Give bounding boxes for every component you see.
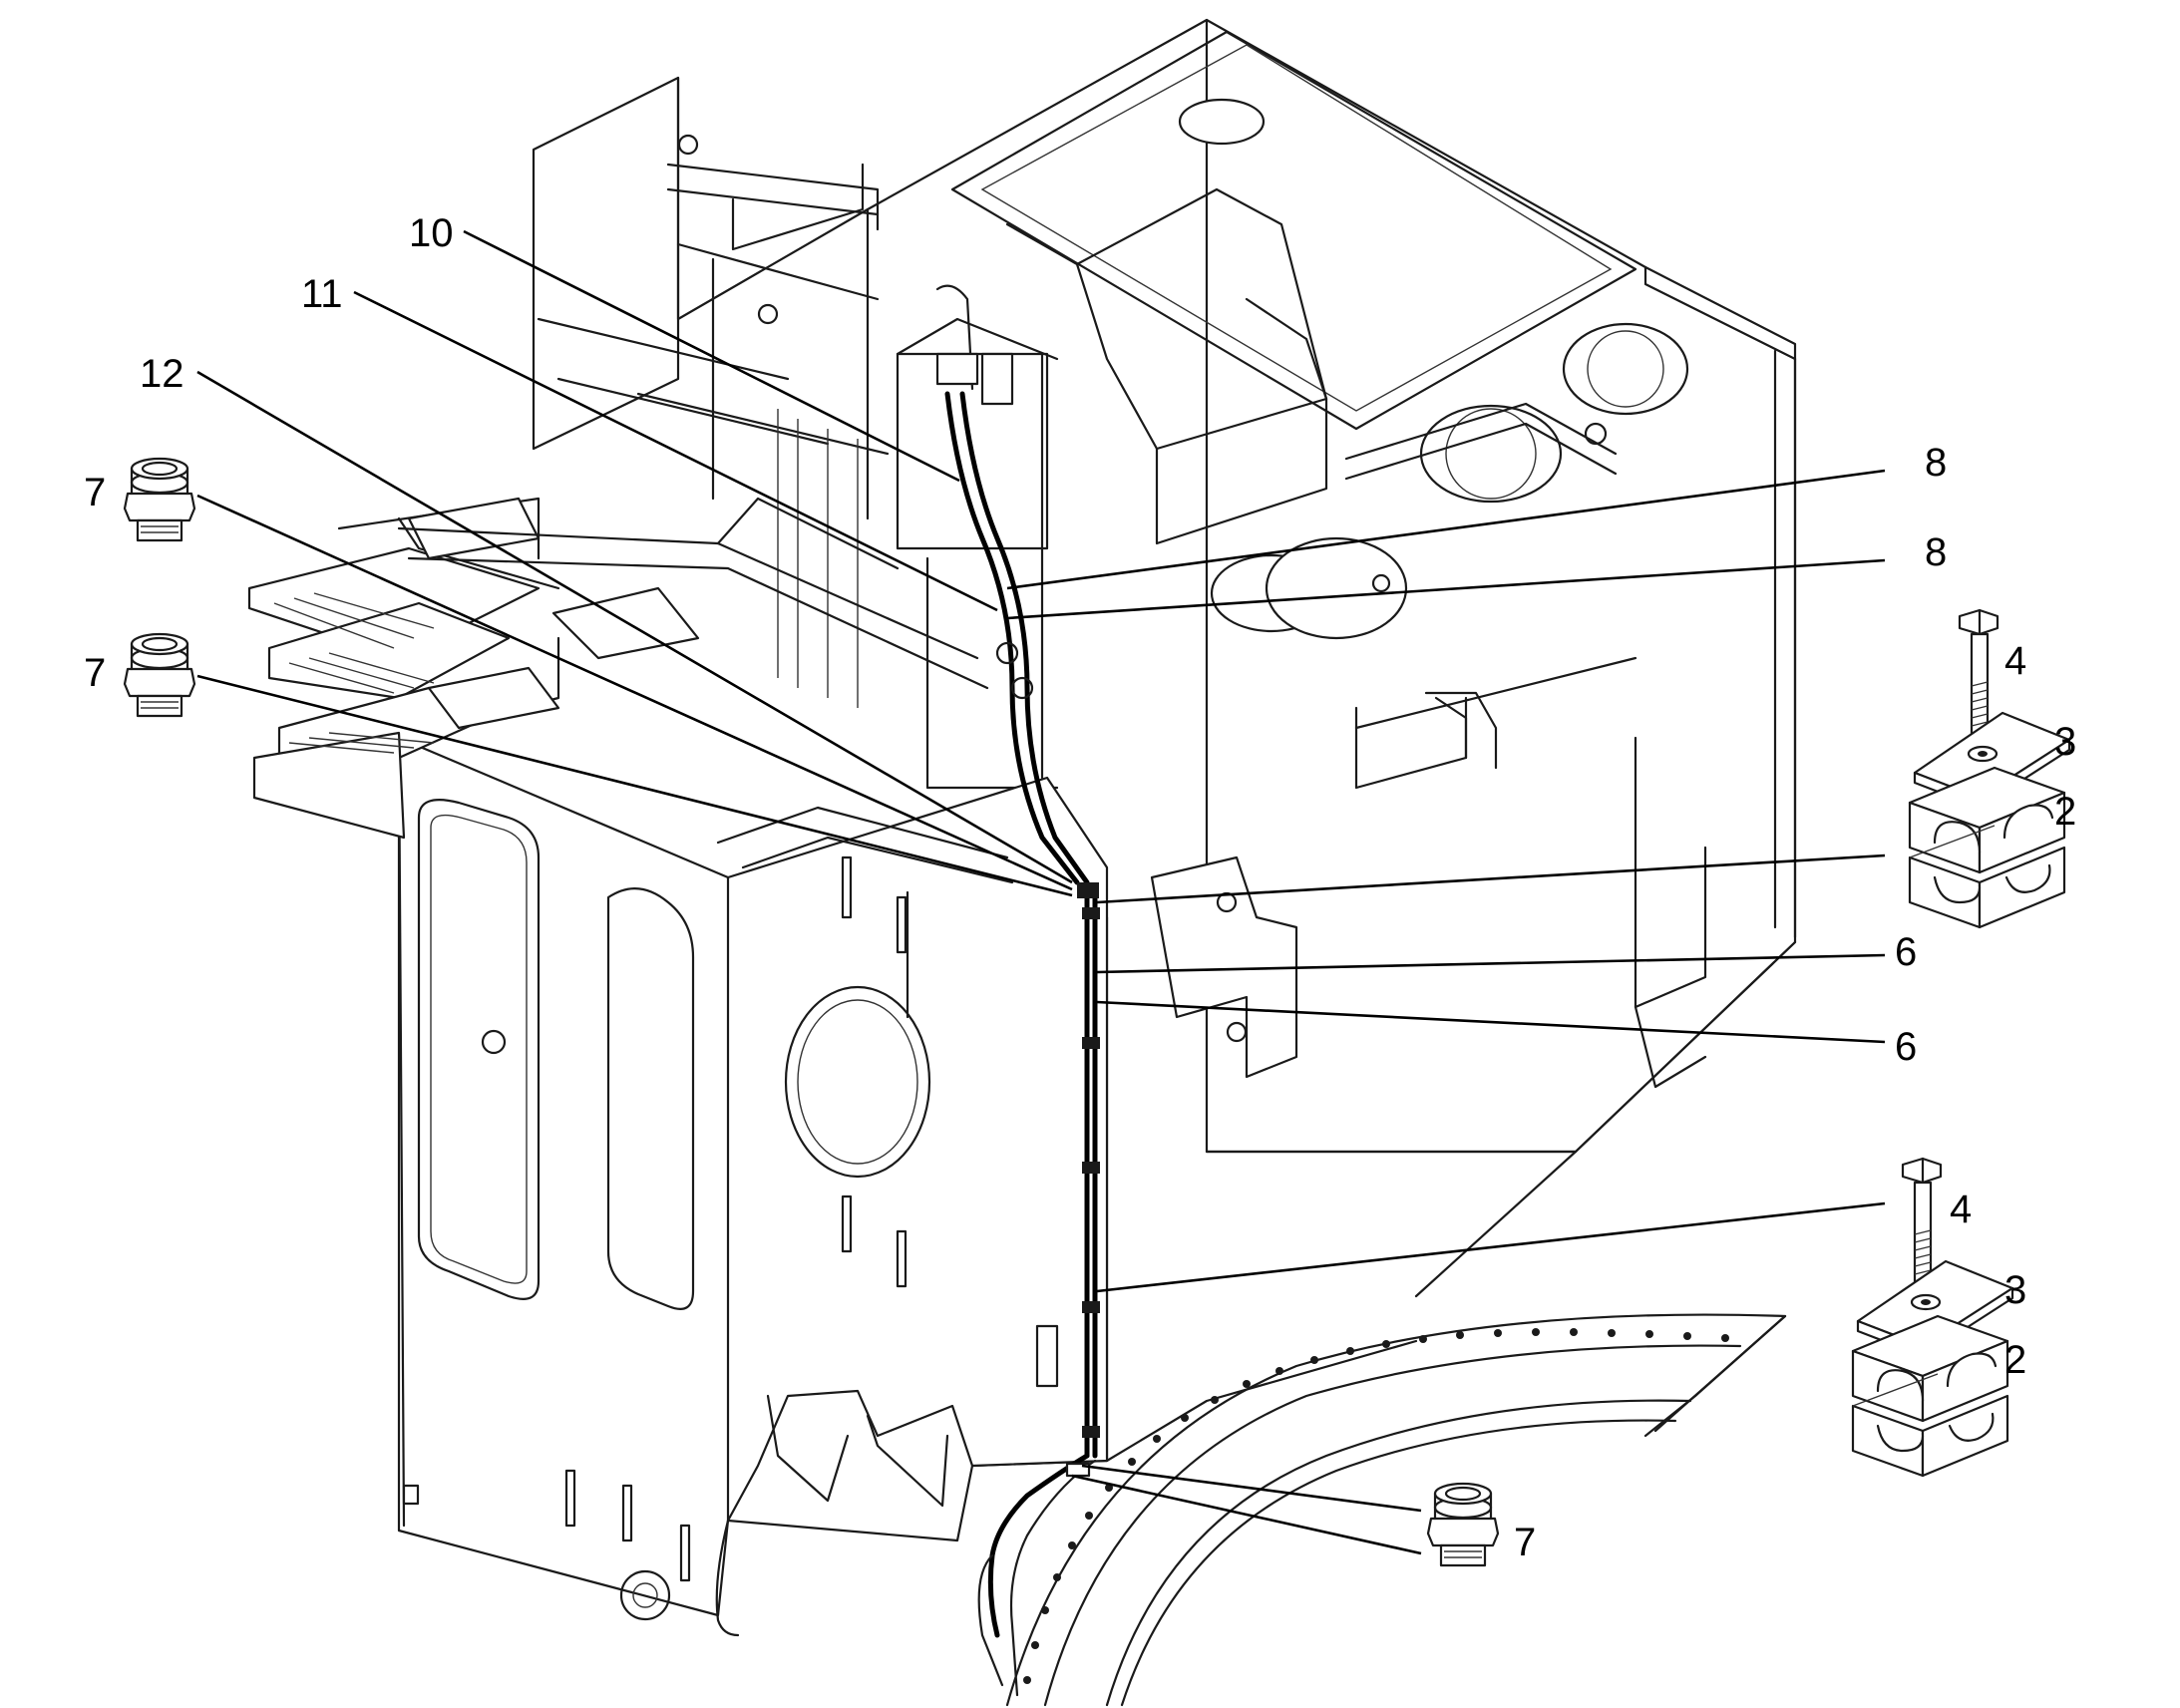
callout-7-upper: 7 xyxy=(84,471,106,514)
leader-12 xyxy=(196,370,1073,884)
callout-4-upper: 4 xyxy=(2004,639,2026,683)
callout-3-lower: 3 xyxy=(2004,1268,2026,1312)
central-cross-members xyxy=(397,497,1298,1079)
bolt-4-upper xyxy=(1958,608,1999,746)
callout-2-lower: 2 xyxy=(2004,1338,2026,1382)
leader-6-lower xyxy=(1096,1201,1886,1293)
callout-12: 12 xyxy=(140,352,184,396)
callout-4-lower: 4 xyxy=(1950,1188,1972,1231)
callout-10: 10 xyxy=(409,211,454,255)
leader-6-top xyxy=(1096,854,1886,904)
leader-8-b xyxy=(1006,558,1886,620)
fitting-7-middle xyxy=(123,632,196,718)
tube-clamps xyxy=(1077,882,1100,1438)
callout-8-a: 8 xyxy=(1925,441,1947,485)
leader-6-a xyxy=(1096,953,1886,974)
front-main-plate xyxy=(397,636,1109,1637)
callout-7-middle: 7 xyxy=(84,651,106,695)
callout-11: 11 xyxy=(301,272,343,316)
callout-3-upper: 3 xyxy=(2054,720,2076,764)
leader-7-lower-b xyxy=(1071,1474,1422,1555)
lower-frame-edge xyxy=(1105,1150,1578,1463)
ring-bolt-holes xyxy=(1023,1328,1729,1684)
callout-6-a: 6 xyxy=(1895,930,1917,974)
leader-11 xyxy=(353,290,998,612)
clamp-set-lower xyxy=(1851,1157,2014,1478)
clamp-body-2-upper xyxy=(1908,766,2066,929)
leader-7-middle xyxy=(196,674,1073,897)
leader-7-lower-a xyxy=(1081,1464,1422,1513)
main-frame-assembly xyxy=(247,18,1797,1707)
clamp-set-upper xyxy=(1908,608,2071,929)
clamp-body-2-lower xyxy=(1851,1314,2009,1478)
callout-8-b: 8 xyxy=(1925,530,1947,574)
leader-8-a xyxy=(1006,469,1886,590)
fitting-7-upper xyxy=(123,457,196,542)
leader-6-b xyxy=(1096,1000,1886,1044)
slewing-ring xyxy=(1005,1313,1787,1707)
callout-labels: 10 11 12 7 7 8 8 4 3 2 6 6 4 3 2 7 xyxy=(84,211,2076,1564)
callout-6-b: 6 xyxy=(1895,1025,1917,1069)
leader-10 xyxy=(463,229,960,483)
hose-10 xyxy=(944,391,1080,885)
leader-7-upper xyxy=(196,494,1073,891)
callout-7-lower: 7 xyxy=(1514,1521,1536,1564)
leader-lines xyxy=(196,229,1886,1555)
callout-2-upper: 2 xyxy=(2054,790,2076,834)
fitting-7-lower xyxy=(1426,1482,1500,1567)
hose-assembly xyxy=(935,284,1100,1697)
